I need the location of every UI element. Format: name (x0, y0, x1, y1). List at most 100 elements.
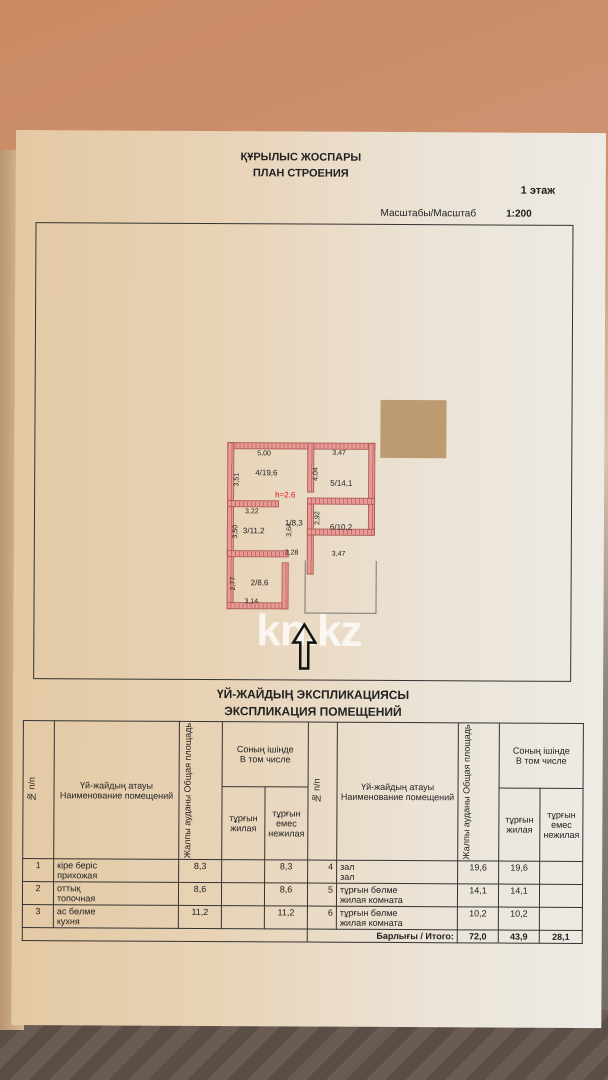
name-ru: жилая комната (339, 918, 403, 929)
cell-nonliving (539, 884, 583, 908)
header-name-kz: Үй-жайдың атауы (361, 781, 435, 792)
wall (227, 442, 376, 450)
room-label: 3/11,2 (242, 526, 265, 536)
name-kz: ас бөлме (56, 906, 96, 917)
cell-num: 1 (22, 858, 54, 883)
header-living: тұрғын жилая (498, 787, 541, 862)
room-label: 1/8,3 (284, 518, 303, 528)
name-ru: зал (340, 872, 355, 883)
dimension: 2,77 (229, 576, 237, 591)
header-name-ru: Наименование помещений (59, 789, 174, 801)
wall (227, 500, 280, 508)
header-num: № п/п (311, 778, 322, 804)
header-name-ru: Наименование помещений (340, 791, 455, 802)
totals-living: 43,9 (498, 930, 540, 944)
floor-label: 1 этаж (520, 184, 556, 197)
title-kz: ҚҰРЫЛЫС ЖОСПАРЫ (240, 151, 362, 164)
cell-nonliving (539, 861, 583, 885)
name-ru: прихожая (57, 870, 98, 881)
dimension: 3,14 (244, 598, 259, 606)
dimension: 3,22 (244, 508, 259, 516)
cell-living: 10,2 (498, 907, 540, 931)
cell-living: 14,1 (498, 884, 540, 908)
cell-num: 6 (307, 906, 337, 930)
name-kz: кіре беріс (57, 860, 98, 871)
header-total: Жалпы ауданы Общая площадь (182, 722, 193, 859)
room-label: 6/10,2 (329, 522, 353, 532)
explication-title: ҮЙ-ЖАЙДЫҢ ЭКСПЛИКАЦИЯСЫ ЭКСПЛИКАЦИЯ ПОМЕ… (163, 686, 463, 722)
plan-frame: 5,00 3,47 3,51 4,04 3,22 3,50 3,64 2,92 … (33, 222, 574, 682)
cell-total: 19,6 (457, 861, 499, 885)
name-ru: кухня (56, 916, 80, 927)
title-ru: ПЛАН СТРОЕНИЯ (252, 167, 349, 180)
header-nonliving: тұрғын емес нежилая (539, 788, 584, 862)
cell-nonliving: 8,3 (264, 860, 308, 884)
dimension: 3,51 (233, 472, 241, 487)
explication-title-ru: ЭКСПЛИКАЦИЯ ПОМЕЩЕНИЙ (224, 704, 402, 720)
room-label: 4/19,6 (255, 468, 278, 478)
cell-living (221, 882, 265, 907)
dimension: 2,92 (314, 511, 322, 525)
totals-total: 72,0 (457, 930, 499, 944)
dimension: 2,28 (284, 549, 299, 557)
cell-nonliving (539, 907, 583, 931)
dimension: 5,00 (257, 450, 271, 458)
header-incl-ru: В том числе (515, 755, 567, 766)
document-page: ҚҰРЫЛЫС ЖОСПАРЫ ПЛАН СТРОЕНИЯ 1 этаж Мас… (11, 130, 606, 1029)
dimension: 4,04 (312, 467, 320, 481)
header-total: Жалпы ауданы Общая площадь (461, 724, 472, 860)
name-ru: топочная (56, 893, 96, 904)
scale-label: Масштабы/Масштаб (380, 207, 477, 220)
cell-total: 10,2 (457, 907, 499, 931)
cell-total: 8,3 (178, 859, 222, 883)
totals-nonliving: 28,1 (539, 930, 583, 944)
cell-num: 4 (307, 860, 337, 884)
wall (367, 442, 376, 535)
name-ru: жилая комната (339, 895, 403, 906)
room-label: 5/14,1 (330, 478, 353, 488)
name-kz: тұрғын бөлме (340, 885, 398, 896)
dimension: 3,50 (232, 524, 240, 539)
cell-total: 14,1 (457, 884, 499, 908)
cell-living (221, 859, 265, 884)
dimension: 3,47 (331, 550, 346, 558)
cell-num: 2 (22, 881, 54, 906)
header-incl-kz: Соның ішінде (236, 744, 294, 755)
wall (281, 562, 289, 610)
dimension: 3,47 (332, 449, 346, 457)
redaction-square (380, 399, 447, 459)
scale-value: 1:200 (506, 208, 532, 220)
name-kz: зал (340, 862, 355, 873)
totals-row: Барлығы / Итого: 72,0 43,9 28,1 (22, 927, 583, 944)
cell-nonliving: 8,6 (264, 883, 308, 907)
header-nonliving: тұрғын емес нежилая (264, 786, 309, 861)
wall (226, 550, 289, 558)
cell-living: 19,6 (498, 861, 540, 885)
cell-num: 3 (22, 904, 54, 929)
totals-label: Барлығы / Итого: (307, 929, 458, 944)
header-incl-kz: Соның ішінде (512, 745, 570, 756)
cell-living (221, 905, 265, 930)
wall (307, 497, 376, 505)
header-living: тұрғын жилая (221, 786, 266, 861)
cell-total: 8,6 (178, 882, 222, 906)
explication-title-kz: ҮЙ-ЖАЙДЫҢ ЭКСПЛИКАЦИЯСЫ (216, 687, 410, 703)
header-num: № п/п (26, 777, 37, 803)
floor-plan: 5,00 3,47 3,51 4,04 3,22 3,50 3,64 2,92 … (226, 442, 377, 615)
scale-line: Масштабы/Масштаб 1:200 (381, 208, 532, 220)
arrow-up-icon (291, 622, 318, 670)
header-incl-ru: В том числе (239, 754, 291, 765)
name-kz: тұрғын бөлме (339, 908, 398, 919)
cell-num: 5 (307, 883, 337, 907)
name-kz: оттық (57, 883, 81, 894)
cell-total: 11,2 (178, 905, 222, 929)
